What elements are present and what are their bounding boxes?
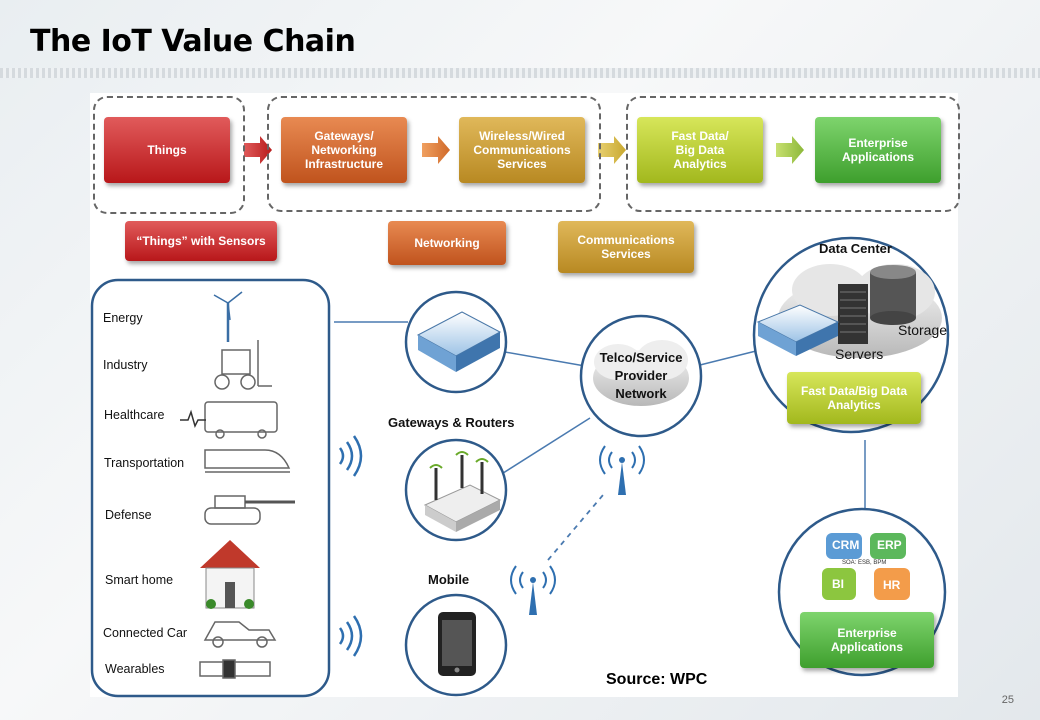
chain-enterprise: Enterprise Applications (815, 117, 941, 183)
tower-icon-2 (510, 565, 556, 615)
arrow-3 (598, 136, 626, 164)
app-hr: HR (883, 578, 901, 592)
signal-icon-2 (338, 615, 363, 657)
slide-number: 25 (1001, 694, 1014, 706)
things-panel (90, 278, 331, 698)
house-icon (200, 540, 260, 609)
arrow-4 (776, 136, 804, 164)
arrow-2 (422, 136, 450, 164)
tower-icon-1 (599, 445, 645, 495)
car-icon (203, 621, 277, 648)
watch-icon (199, 659, 271, 679)
gateways-routers-label: Gateways & Routers (388, 415, 515, 430)
telco-cloud (593, 340, 689, 406)
soa-label: SOA: ESB, BPM (842, 560, 887, 566)
mobile-label: Mobile (428, 572, 470, 587)
thing-connected-car: Connected Car (103, 626, 188, 640)
thing-defense: Defense (105, 508, 152, 522)
arrow-1 (244, 136, 272, 164)
chain-things: Things (104, 117, 230, 183)
datacenter-cloud (756, 264, 942, 358)
app-bi: BI (832, 577, 844, 591)
enterprise-apps-graphic (822, 533, 910, 600)
header-stripe (0, 68, 1040, 78)
app-crm: CRM (832, 538, 860, 552)
group-network (267, 96, 601, 212)
thing-wearables: Wearables (105, 662, 165, 676)
forklift-icon (214, 340, 272, 390)
chain-communications: Wireless/Wired Communications Services (459, 117, 585, 183)
datacenter-analytics: Fast Data/Big Data Analytics (787, 372, 921, 424)
thing-energy: Energy (103, 311, 143, 325)
group-things (93, 96, 245, 214)
group-analytics (626, 96, 960, 212)
thing-industry: Industry (103, 358, 148, 372)
storage-label: Storage (898, 322, 948, 338)
datacenter-title: Data Center (819, 241, 892, 256)
router-device-icon (423, 451, 502, 532)
telco-label: Telco/Service Provider Network (599, 350, 683, 401)
category-communications: Communications Services (558, 221, 694, 273)
tank-icon (204, 495, 295, 525)
ambulance-icon (180, 401, 278, 439)
wind-turbine-icon (213, 291, 243, 342)
enterprise-apps-button: Enterprise Applications (800, 612, 934, 668)
train-icon (204, 449, 291, 473)
gateway-device-icon (416, 311, 502, 372)
thing-smart-home: Smart home (105, 573, 174, 587)
category-networking: Networking (388, 221, 506, 265)
chain-gateways: Gateways/ Networking Infrastructure (281, 117, 407, 183)
signal-icon-1 (338, 435, 363, 477)
servers-label: Servers (835, 346, 884, 362)
chain-analytics: Fast Data/ Big Data Analytics (637, 117, 763, 183)
page-title: The IoT Value Chain (30, 24, 356, 59)
phone-icon (438, 612, 476, 676)
source-credit: Source: WPC (606, 671, 708, 688)
thing-transportation: Transportation (104, 456, 185, 470)
app-erp: ERP (877, 538, 902, 552)
category-things-sensors: “Things” with Sensors (125, 221, 277, 261)
thing-healthcare: Healthcare (104, 408, 165, 422)
